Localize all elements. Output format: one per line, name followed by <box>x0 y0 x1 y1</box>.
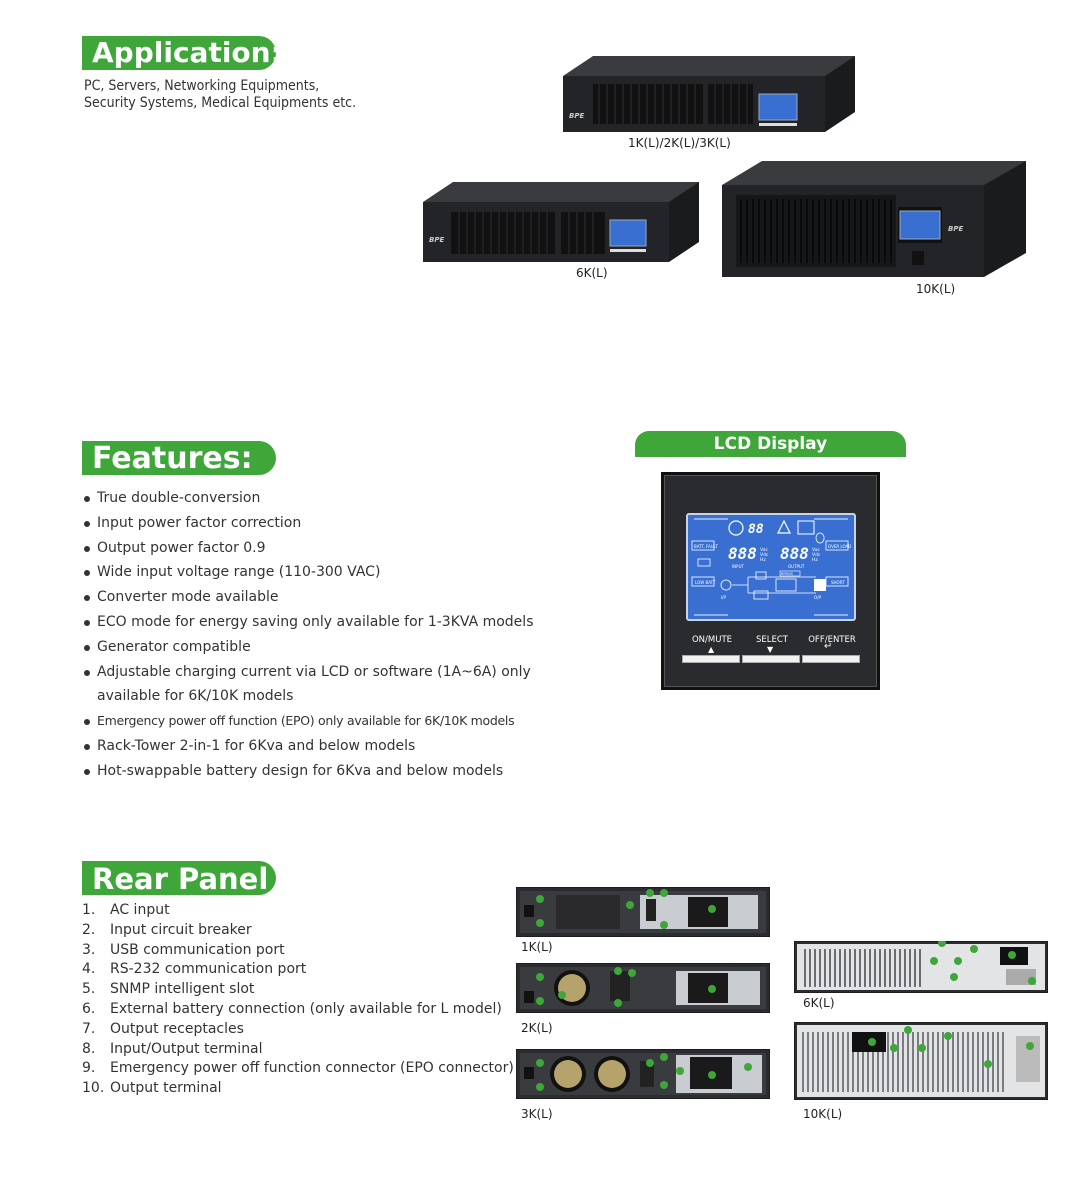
svg-text:OVER LOAD: OVER LOAD <box>828 544 851 549</box>
rear-panel-list: 1.AC input 2.Input circuit breaker 3.USB… <box>82 901 514 1099</box>
feature-item: Input power factor correction <box>84 511 533 536</box>
lcd-display-heading: LCD Display <box>635 431 906 457</box>
feature-item: Emergency power off function (EPO) only … <box>84 709 533 734</box>
application-line-2: Security Systems, Medical Equipments etc… <box>84 95 357 111</box>
model-label-10k: 10K(L) <box>916 282 956 296</box>
warning-icon <box>777 519 791 534</box>
rear-label-6k: 6K(L) <box>803 996 835 1010</box>
application-line-1: PC, Servers, Networking Equipments, <box>84 78 320 94</box>
down-arrow-icon: ▼ <box>767 645 774 654</box>
model-label-6k: 6K(L) <box>576 266 608 280</box>
select-button[interactable] <box>742 655 800 663</box>
rear-panel-3k-image <box>515 1048 771 1103</box>
on-mute-button[interactable] <box>682 655 740 663</box>
model-label-1k-3k: 1K(L)/2K(L)/3K(L) <box>628 136 731 150</box>
svg-text:Vdc: Vdc <box>812 552 821 558</box>
feature-item: Rack-Tower 2-in-1 for 6Kva and below mod… <box>84 734 533 759</box>
features-list: True double-conversion Input power facto… <box>84 486 533 784</box>
rear-item: 5.SNMP intelligent slot <box>82 981 255 998</box>
rear-label-2k: 2K(L) <box>521 1021 553 1035</box>
rear-item: 6.External battery connection (only avai… <box>82 1000 502 1017</box>
feature-item: True double-conversion <box>84 486 533 511</box>
enter-arrow-icon: ↵ <box>824 641 833 652</box>
feature-item: Wide input voltage range (110-300 VAC) <box>84 560 533 585</box>
lcd-screen-graphic: 88 BATT. FAULT OVER LOAD 888 Vac Vdc Hz … <box>691 518 851 616</box>
feature-item: Converter mode available <box>84 585 533 610</box>
svg-text:LOW BATT: LOW BATT <box>695 580 716 585</box>
off-enter-button[interactable] <box>802 655 860 663</box>
rear-item: 4.RS-232 communication port <box>82 961 307 978</box>
lcd-panel: 88 BATT. FAULT OVER LOAD 888 Vac Vdc Hz … <box>661 472 880 690</box>
mute-icon <box>797 520 815 535</box>
feature-item: Adjustable charging current via LCD or s… <box>84 660 533 685</box>
svg-text:Vac: Vac <box>812 547 820 553</box>
svg-text:888: 888 <box>780 544 809 563</box>
svg-text:Hz: Hz <box>812 557 818 563</box>
ups-6k-image: BPE <box>423 182 699 262</box>
rear-item: 3.USB communication port <box>82 941 285 958</box>
rear-item: 2.Input circuit breaker <box>82 921 252 938</box>
brand-logo: BPE <box>569 112 584 120</box>
application-heading: Application: <box>82 36 282 70</box>
svg-text:BYPASS: BYPASS <box>781 572 793 576</box>
svg-text:OUTPUT: OUTPUT <box>788 564 805 569</box>
rear-label-3k: 3K(L) <box>521 1107 553 1121</box>
svg-text:888: 888 <box>728 544 757 563</box>
ups-10k-image: BPE <box>722 161 1026 277</box>
rear-item: 8.Input/Output terminal <box>82 1040 263 1057</box>
svg-text:I/P: I/P <box>721 595 727 600</box>
ac-input-icon <box>720 579 732 591</box>
svg-text:88: 88 <box>748 522 764 537</box>
application-description: PC, Servers, Networking Equipments, Secu… <box>84 78 356 112</box>
rear-label-1k: 1K(L) <box>521 940 553 954</box>
feature-item: Generator compatible <box>84 635 533 660</box>
lcd-screen: 88 BATT. FAULT OVER LOAD 888 Vac Vdc Hz … <box>686 513 856 621</box>
svg-text:O/P: O/P <box>814 595 821 600</box>
svg-text:BATT. FAULT: BATT. FAULT <box>694 544 718 549</box>
brand-logo: BPE <box>429 236 444 244</box>
svg-text:SHORT: SHORT <box>831 580 845 585</box>
lcd-button-label-off-enter: OFF/ENTER <box>808 635 856 645</box>
rear-item: 1.AC input <box>82 902 170 918</box>
rear-panel-6k-image <box>793 939 1049 997</box>
feature-item-continuation: available for 6K/10K models <box>97 688 294 705</box>
rear-panel-heading: Rear Panel <box>82 861 276 896</box>
up-arrow-icon: ▲ <box>708 645 715 654</box>
clock-icon <box>728 520 744 536</box>
svg-text:Hz: Hz <box>760 557 766 563</box>
rear-panel-1k-image <box>515 886 771 941</box>
rear-item: 7.Output receptacles <box>82 1020 244 1037</box>
svg-text:Vdc: Vdc <box>760 552 769 558</box>
features-heading: Features: <box>82 441 276 476</box>
lcd-button-label-select: SELECT <box>756 635 788 645</box>
rear-item: 9.Emergency power off function connector… <box>82 1060 514 1077</box>
rear-item: 10.Output terminal <box>82 1080 222 1097</box>
feature-item: ECO mode for energy saving only availabl… <box>84 610 533 635</box>
battery-icon <box>697 558 711 567</box>
brand-logo: BPE <box>948 225 963 233</box>
rear-panel-10k-image <box>793 1021 1049 1104</box>
svg-text:Vac: Vac <box>760 547 768 553</box>
rear-label-10k: 10K(L) <box>803 1107 843 1121</box>
feature-item: Hot-swappable battery design for 6Kva an… <box>84 759 533 784</box>
feature-item: Output power factor 0.9 <box>84 536 533 561</box>
lcd-button-label-on-mute: ON/MUTE <box>691 635 733 645</box>
svg-text:INPUT: INPUT <box>732 564 745 569</box>
ups-1k-3k-image: BPE <box>563 56 855 132</box>
rear-panel-2k-image <box>515 962 771 1017</box>
